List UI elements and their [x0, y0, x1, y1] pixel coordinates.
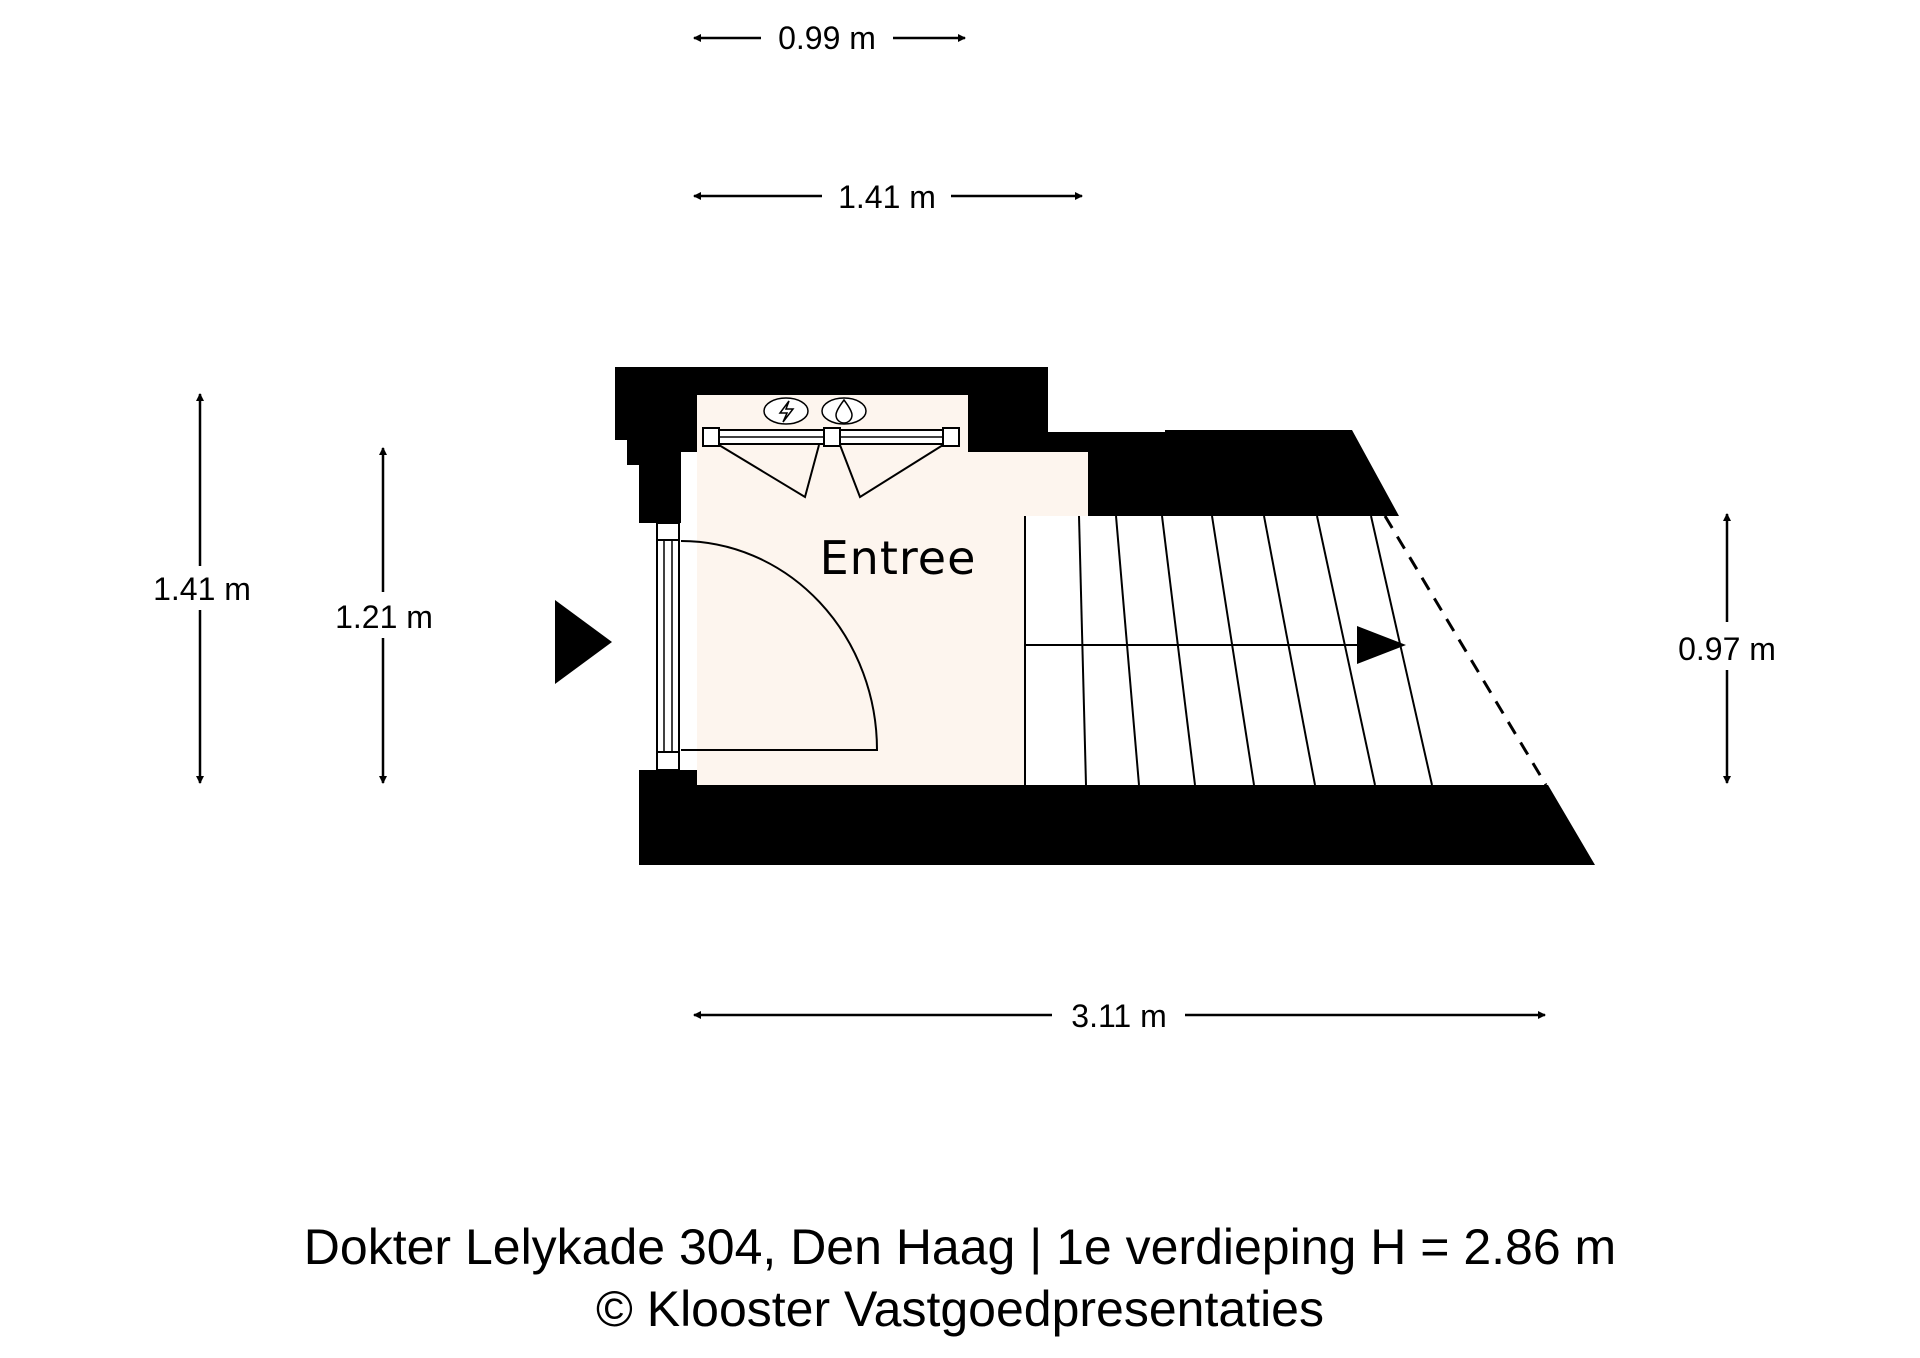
dimension-label: 1.41 m — [153, 571, 251, 607]
entrance-arrow-icon — [555, 600, 612, 684]
cupboard-doors — [702, 427, 960, 499]
electricity-icon — [763, 397, 809, 425]
dimension-top-1: 0.99 m — [693, 20, 966, 56]
dimension-label: 1.41 m — [838, 179, 936, 215]
dimension-bottom: 3.11 m — [693, 998, 1546, 1034]
room-floor — [697, 395, 1088, 785]
entrance-frame — [656, 522, 680, 771]
staircase — [1024, 515, 1548, 786]
water-icon — [821, 397, 867, 425]
dimension-label: 1.21 m — [335, 599, 433, 635]
dimension-label: 0.99 m — [778, 20, 876, 56]
wall-bottom — [639, 770, 1595, 865]
dimension-top-2: 1.41 m — [693, 179, 1083, 215]
dimension-left-outer: 1.41 m — [153, 393, 251, 784]
caption-address: Dokter Lelykade 304, Den Haag | 1e verdi… — [303, 1219, 1617, 1275]
dimension-label: 3.11 m — [1071, 998, 1166, 1034]
dimension-label: 0.97 m — [1678, 631, 1776, 667]
stair-direction-arrow-icon — [1357, 626, 1406, 664]
dimension-left-inner: 1.21 m — [335, 447, 433, 784]
door-swing — [680, 540, 879, 751]
dimension-right: 0.97 m — [1678, 513, 1776, 784]
caption-copyright: © Klooster Vastgoedpresentaties — [595, 1281, 1324, 1337]
wall-top-left — [615, 367, 1399, 523]
room-label: Entree — [820, 531, 977, 585]
